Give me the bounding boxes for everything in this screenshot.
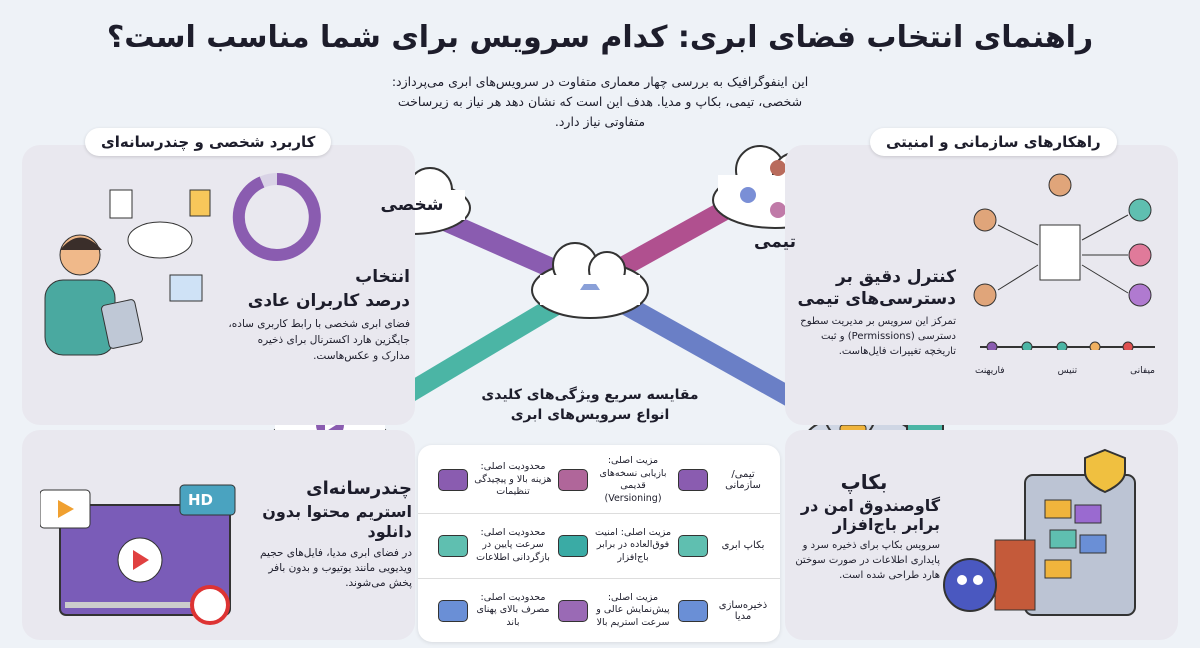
row-advantage: مزیت اصلی: بازیابی نسخه‌های قدیمی (Versi… (599, 455, 667, 504)
color-swatch (438, 469, 468, 491)
permissions-diagram (973, 173, 1155, 350)
media-heading-1: چندرسانه‌ای (306, 478, 412, 499)
row-name: بکاپ ابری (721, 540, 765, 551)
backup-body: سرویس بکاپ برای ذخیره سرد و پایداری اطلا… (795, 540, 940, 581)
color-swatch (678, 534, 708, 557)
media-body: در فضای ابری مدیا، فایل‌های حجیم ویدیویی… (260, 547, 412, 589)
safe-ransomware-illustration (943, 448, 1136, 616)
table-row: ذخیره‌سازی مدیا مزیت اصلی: پیش‌نمایش عال… (418, 578, 780, 642)
row-limitation: محدودیت اصلی: مصرف بالای پهنای باند (476, 591, 550, 628)
central-cloud-icon (531, 242, 649, 319)
timeline-label: تنیس (1057, 366, 1078, 376)
color-swatch (558, 599, 588, 622)
color-swatch (558, 534, 588, 557)
color-swatch (558, 469, 588, 491)
comparison-heading: مقایسه سریع ویژگی‌های کلیدی انواع سرویس‌… (481, 387, 699, 423)
timeline-labels: میفانی تنیس فاریهنت (975, 366, 1155, 376)
backup-heading-2: گاوصندوق امن در برابر باج‌افزار (800, 496, 940, 534)
row-advantage: مزیت اصلی: امنیت فوق‌العاده در برابر باج… (594, 526, 672, 563)
hd-badge: HD (188, 491, 214, 509)
page-subtitle: این اینفوگرافیک به بررسی چهار معماری متف… (391, 74, 809, 129)
personal-heading-2: درصد کاربران عادی (247, 291, 410, 311)
color-swatch (678, 599, 708, 622)
page-title: راهنمای انتخاب فضای ابری: کدام سرویس برا… (106, 20, 1094, 55)
team-text: کنترل دقیق بر دسترسی‌های تیمی تمرکز این … (790, 266, 956, 359)
row-name: ذخیره‌سازی مدیا (718, 599, 768, 622)
person-tablet-illustration (44, 189, 211, 356)
team-panel-tag: راهکارهای سازمانی و امنیتی (870, 128, 1117, 156)
row-advantage: مزیت اصلی: پیش‌نمایش عالی و سرعت استریم … (596, 591, 670, 628)
timeline-label: میفانی (1130, 366, 1155, 376)
comparison-table: تیمی/سازمانی مزیت اصلی: بازیابی نسخه‌های… (418, 445, 780, 642)
timeline-label: فاریهنت (975, 366, 1005, 376)
media-text: چندرسانه‌ای استریم محتوا بدون دانلود در … (250, 478, 412, 591)
backup-text: بکاپ گاوصندوق امن در برابر باج‌افزار سرو… (788, 470, 940, 583)
table-row: بکاپ ابری مزیت اصلی: امنیت فوق‌العاده در… (418, 513, 780, 577)
personal-panel-tag: کاربرد شخصی و چندرسانه‌ای (85, 128, 332, 156)
personal-text: انتخاب درصد کاربران عادی فضای ابری شخصی … (226, 266, 410, 364)
color-swatch (678, 469, 708, 491)
backup-heading-1: بکاپ (840, 470, 888, 494)
personal-body: فضای ابری شخصی با رابط کاربری ساده، جایگ… (228, 318, 410, 362)
personal-heading-1: انتخاب (355, 267, 410, 287)
media-heading-2: استریم محتوا بدون دانلود (262, 502, 412, 541)
color-swatch (438, 599, 468, 622)
table-row: تیمی/سازمانی مزیت اصلی: بازیابی نسخه‌های… (418, 448, 780, 512)
cloud-label-team: تیمی (754, 232, 796, 252)
color-swatch (438, 534, 468, 557)
progress-ring (232, 173, 321, 261)
row-limitation: محدودیت اصلی: هزینه بالا و پیچیدگی تنظیم… (474, 461, 552, 498)
row-name: تیمی/سازمانی (725, 469, 761, 491)
video-player-illustration (40, 484, 236, 625)
team-heading: کنترل دقیق بر دسترسی‌های تیمی (797, 267, 956, 309)
team-body: تمرکز این سرویس بر مدیریت سطوح دسترسی (P… (800, 316, 956, 357)
row-limitation: محدودیت اصلی: سرعت پایین در بازگردانی اط… (476, 526, 550, 563)
cloud-label-personal: شخصی (380, 195, 444, 215)
